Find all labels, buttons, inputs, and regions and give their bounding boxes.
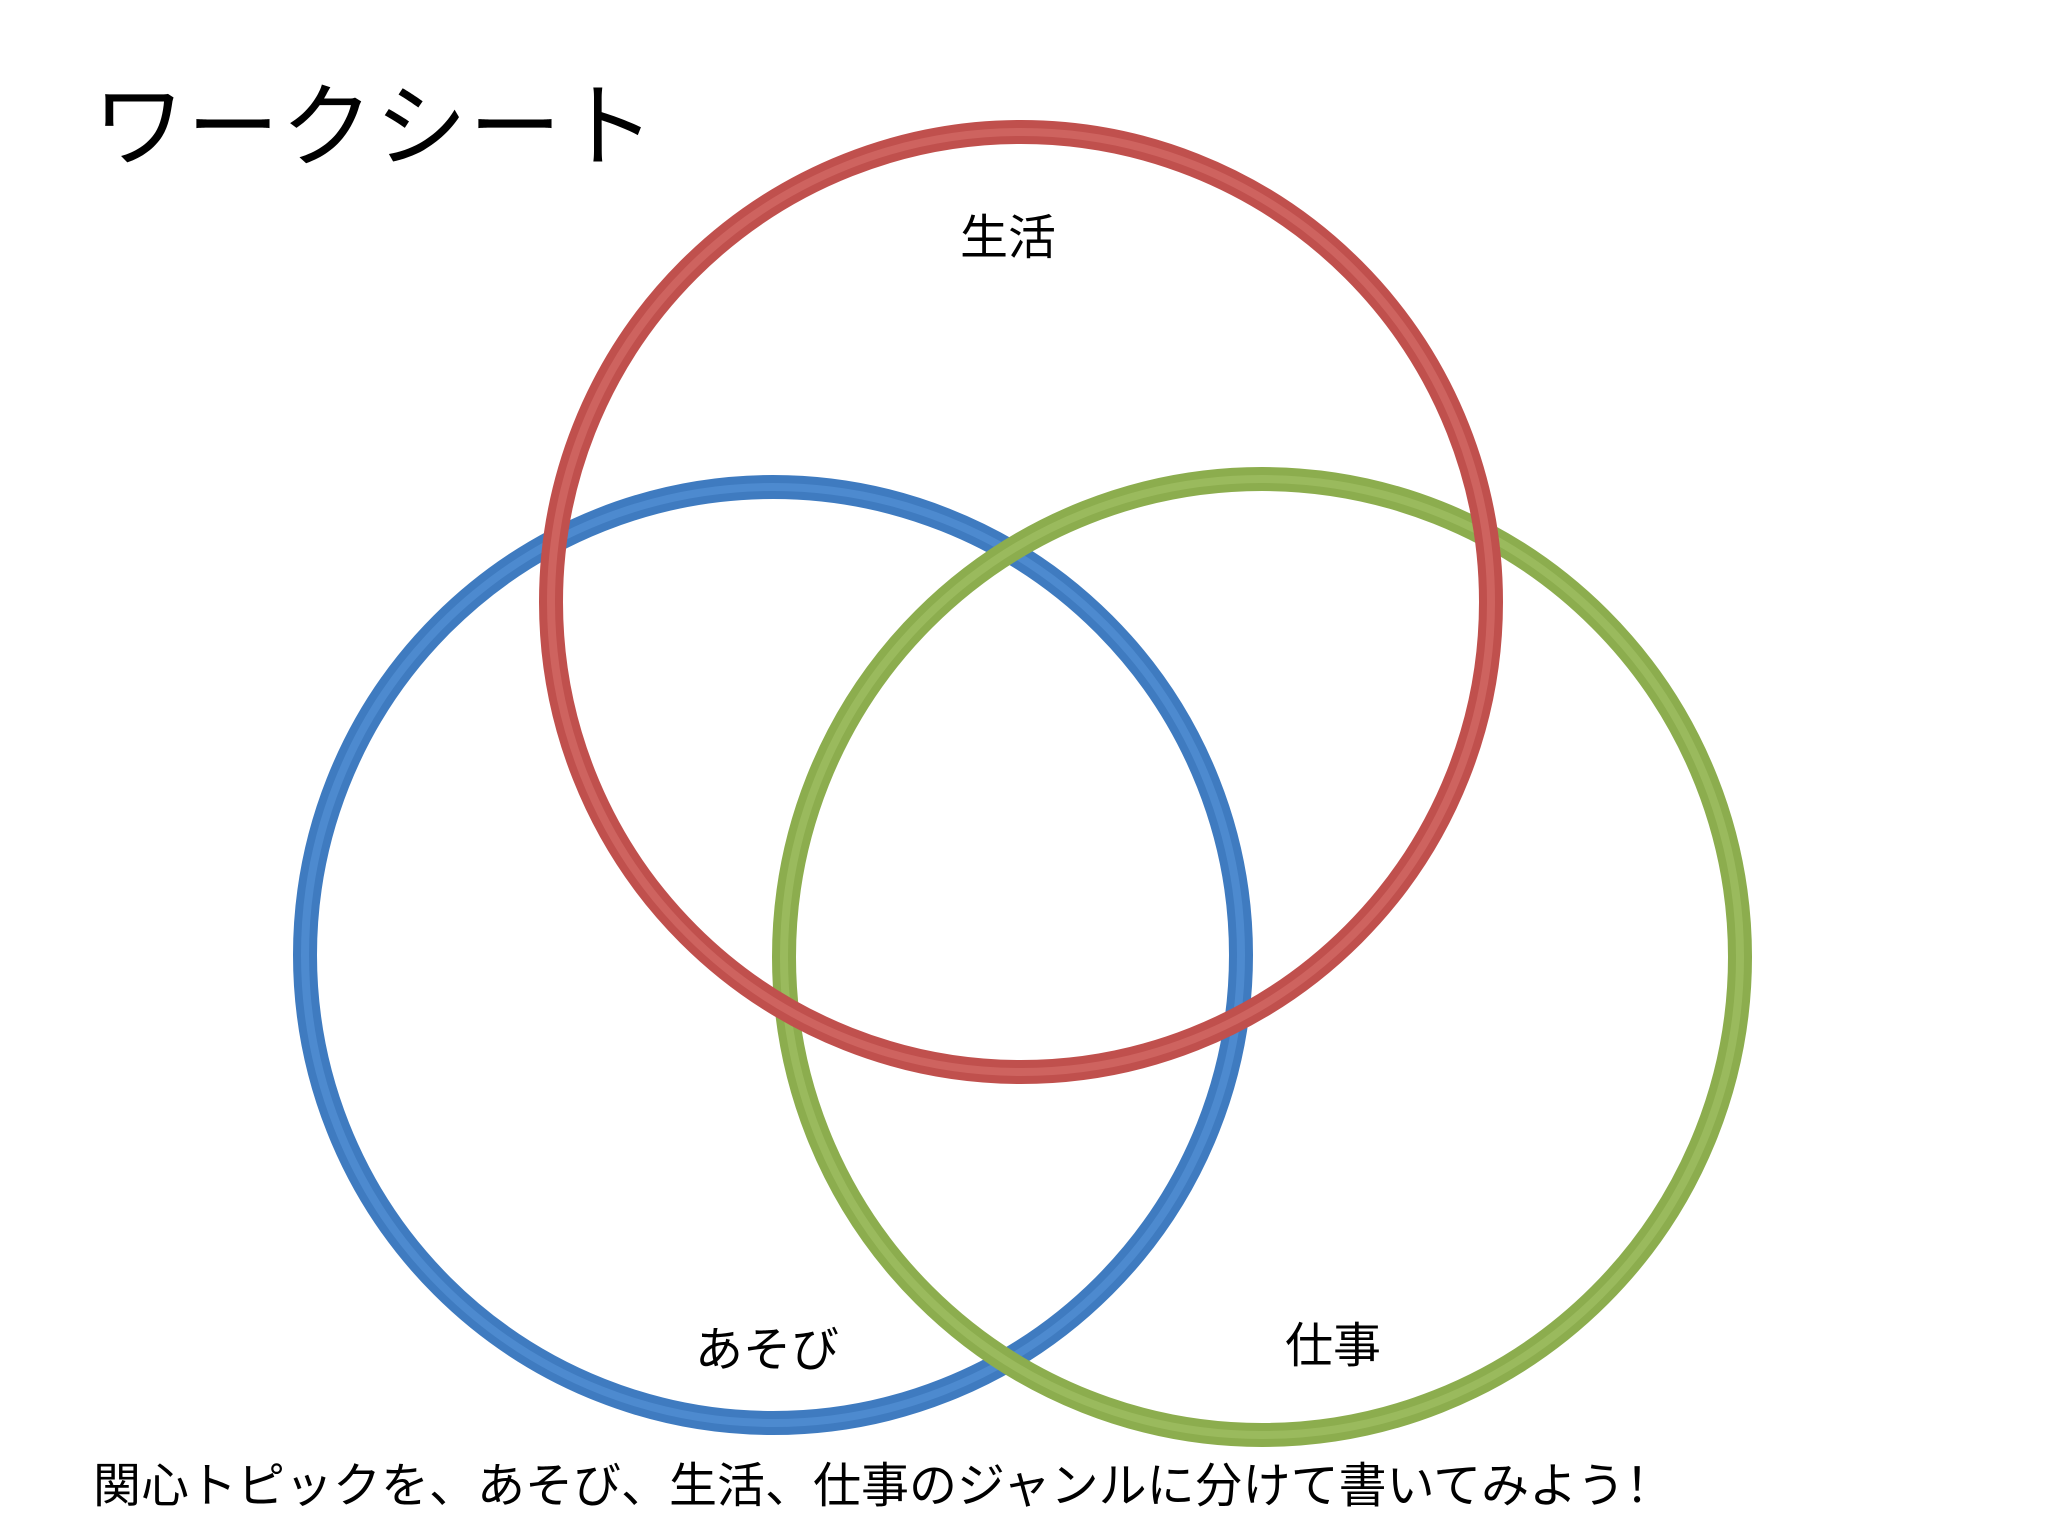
circle-play	[293, 475, 1253, 1435]
page-title: ワークシート	[93, 74, 658, 181]
circle-label-work: 仕事	[1284, 1318, 1382, 1374]
circle-work-highlight	[780, 475, 1744, 1439]
instruction-text: 関心トピックを、あそび、生活、仕事のジャンルに分けて書いてみよう！	[93, 1458, 1674, 1514]
circle-life-ring	[539, 120, 1503, 1084]
circle-play-highlight	[301, 483, 1245, 1427]
circle-work	[772, 467, 1752, 1447]
circle-work-ring	[772, 467, 1752, 1447]
circle-life-highlight	[547, 128, 1495, 1076]
circle-label-life: 生活	[959, 210, 1057, 266]
circle-life	[539, 120, 1503, 1084]
circle-label-play: あそび	[694, 1322, 840, 1378]
